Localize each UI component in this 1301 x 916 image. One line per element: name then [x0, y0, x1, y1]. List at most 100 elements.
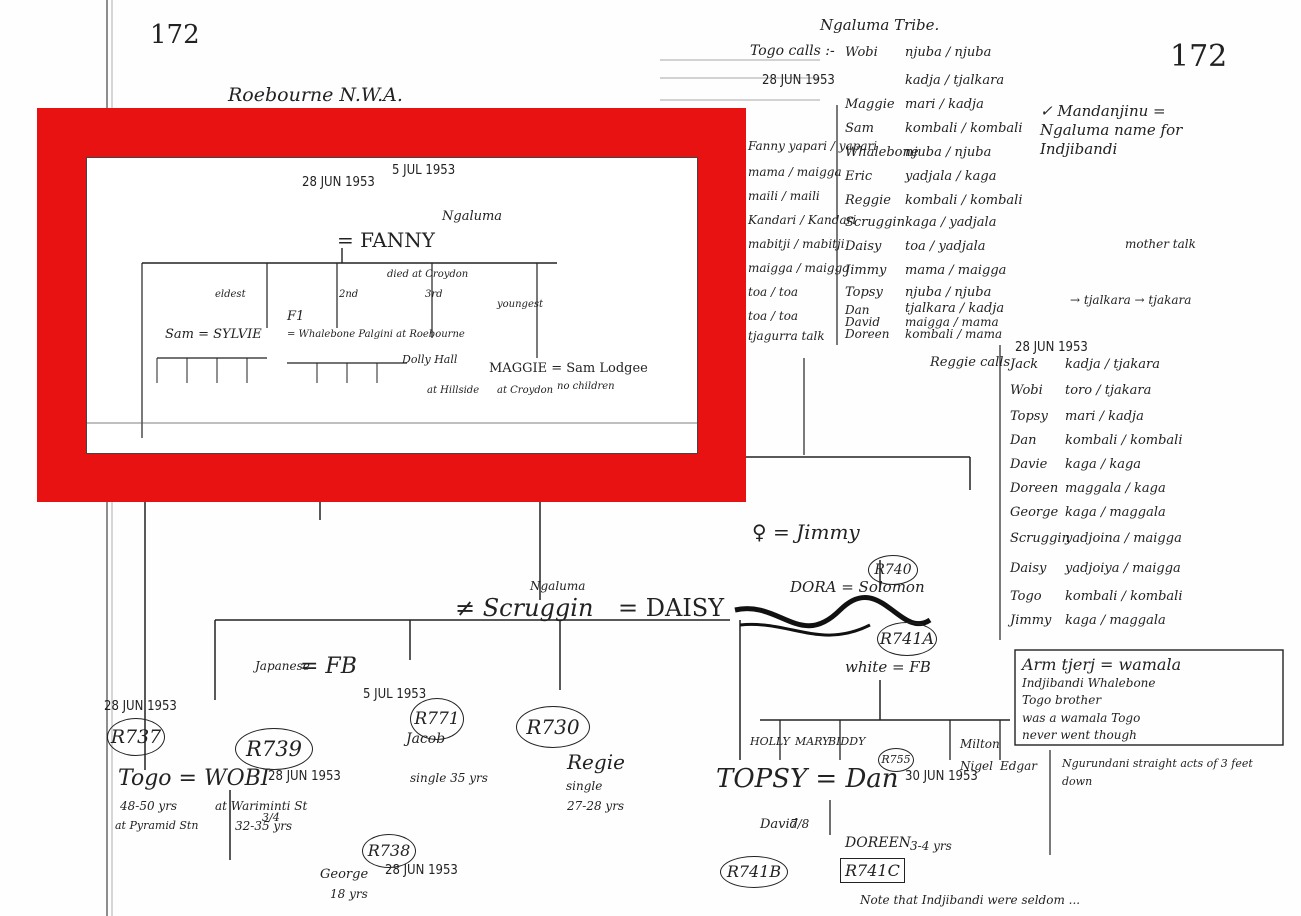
kin-row-name: Topsy: [845, 286, 883, 299]
date-stamp: 28 JUN 1953: [762, 74, 835, 87]
kin-row-term: kombali / kombali: [1065, 590, 1182, 603]
kin-row-name: Doreen: [845, 328, 890, 340]
kin-row-name: Davie: [1010, 458, 1047, 471]
kin-term: tjagurra talk: [748, 330, 825, 342]
regie-age: 27-28 yrs: [567, 800, 624, 812]
reference-circle: R755: [878, 748, 914, 772]
jimmy-label: ♀ = Jimmy: [752, 522, 860, 542]
kin-table-heading: Reggie calls: [930, 356, 1010, 369]
date-stamp: 5 JUL 1953: [363, 688, 426, 701]
kin-row-name: Scruggin: [1010, 532, 1070, 545]
page-number-left: 172: [150, 22, 200, 48]
side-note: Ngurundani straight acts of 3 feet down: [1062, 755, 1262, 790]
date-stamp: 28 JUN 1953: [1015, 341, 1088, 354]
scruggin-label: ≠ Scruggin: [455, 596, 593, 620]
boxed-note: Arm tjerj = wamala Indjibandi Whalebone …: [1022, 655, 1280, 745]
kin-row-term: kadja / tjakara: [1065, 358, 1160, 371]
inset-died-label: died at Croydon: [387, 270, 468, 280]
kin-row-term: kombali / kombali: [1065, 434, 1182, 447]
kin-row-term: yadjoina / maigga: [1065, 532, 1182, 545]
kin-row-term: mari / kadja: [1065, 410, 1144, 423]
reference-circle: R740: [868, 555, 918, 585]
fb-right-label: white = FB: [845, 660, 931, 675]
reference-circle: R730: [516, 706, 590, 748]
kin-row-term: toa / yadjala: [905, 240, 986, 253]
fb-label: = FB: [300, 656, 357, 678]
inset-third-label: 3rd: [425, 290, 443, 300]
boxed-note-line: Togo brother: [1022, 692, 1280, 709]
kin-row-name: Daisy: [1010, 562, 1046, 575]
kin-row-term: kombali / mama: [905, 328, 1002, 340]
mary-label: MARY: [795, 736, 829, 747]
kin-row-term: njuba / njuba: [905, 46, 991, 59]
inset-hillside-label: at Hillside: [427, 386, 479, 396]
date-stamp: 28 JUN 1953: [104, 700, 177, 713]
kin-row-term: tjalkara / kadja: [905, 302, 1004, 315]
doreen-label: DOREEN: [845, 836, 911, 850]
reference-circle: R771: [410, 698, 464, 740]
regie-single: single: [566, 780, 602, 792]
reference-circle: R741A: [877, 622, 937, 656]
boxed-note-line: Arm tjerj = wamala: [1022, 655, 1280, 675]
date-stamp: 28 JUN 1953: [268, 770, 341, 783]
doreen-age: 3-4 yrs: [910, 840, 952, 852]
inset-dolly-label: Dolly Hall: [402, 354, 457, 365]
kin-row-term: mari / kadja: [905, 98, 984, 111]
mandanjinu-note: ✓ Mandanjinu = Ngaluma name for Indjiban…: [1040, 102, 1230, 158]
edgar-label: Edgar: [1000, 760, 1037, 772]
togo-wobi-label: Togo = WOBI: [118, 768, 269, 790]
kin-term: toa / toa: [748, 286, 798, 298]
inset-sylvie-label: Sam = SYLVIE: [165, 328, 262, 341]
biddy-label: BIDDY: [828, 736, 865, 747]
inset-maggie-label: MAGGIE = Sam Lodgee: [489, 362, 648, 375]
milton-label: Milton: [960, 738, 1000, 750]
location-heading: Roebourne N.W.A.: [228, 86, 403, 105]
kin-term: mabitji / mabitji: [748, 238, 845, 250]
boxed-note-line: Indjibandi Whalebone: [1022, 675, 1280, 692]
boxed-note-line: was a wamala Togo: [1022, 710, 1280, 727]
arrow-note: → tjalkara → tjakara: [1070, 294, 1191, 306]
inset-no-children-label: no children: [557, 382, 615, 392]
kin-term: maili / maili: [748, 190, 820, 202]
tribe-heading: Ngaluma Tribe.: [820, 18, 939, 33]
kin-term: mama / maigga: [748, 166, 842, 178]
kin-table-heading: Togo calls :-: [750, 44, 835, 58]
kin-row-term: yadjala / kaga: [905, 170, 996, 183]
inset-ngaluma-label: Ngaluma: [442, 210, 502, 223]
boxed-note-line: never went though: [1022, 727, 1280, 744]
fraction-seven-eighths: 7/8: [790, 818, 809, 830]
page-number-right: 172: [1170, 42, 1227, 72]
kin-row-name: George: [1010, 506, 1058, 519]
kin-row-term: kaga / yadjala: [905, 216, 996, 229]
date-stamp: 5 JUL 1953: [392, 164, 455, 177]
kin-row-term: maggala / kaga: [1065, 482, 1166, 495]
date-stamp: 28 JUN 1953: [302, 176, 375, 189]
reference-circle: R739: [235, 728, 313, 770]
kin-row-name: Jack: [1010, 358, 1038, 371]
jacob-single: single 35 yrs: [410, 772, 488, 784]
kin-term: Kandari / Kandari: [748, 214, 856, 226]
topsy-dan-label: TOPSY = Dan: [716, 766, 899, 792]
inset-eldest-label: eldest: [215, 290, 246, 300]
kin-term: toa / toa: [748, 310, 798, 322]
kin-row-name: Sam: [845, 122, 874, 135]
inset-family-tree: 28 JUN 1953 5 JUL 1953 = FANNY Ngaluma d…: [86, 157, 698, 454]
kin-row-term: kombali / kombali: [905, 194, 1022, 207]
mother-talk-note: mother talk: [1125, 238, 1196, 250]
kin-row-term: kadja / tjalkara: [905, 74, 1004, 87]
inset-fanny-label: = FANNY: [337, 230, 435, 250]
togo-station: at Pyramid Stn: [115, 820, 198, 831]
kin-row-name: Wobi: [1010, 384, 1043, 397]
kin-row-name: Maggie: [845, 98, 895, 111]
kin-row-term: kaga / maggala: [1065, 614, 1166, 627]
kin-row-name: Eric: [845, 170, 872, 183]
reference-circle: R741B: [720, 856, 788, 888]
kin-row-name: Togo: [1010, 590, 1042, 603]
kin-row-term: mama / maigga: [905, 264, 1006, 277]
inset-croydon-label: at Croydon: [497, 386, 553, 396]
george-age: 18 yrs: [330, 888, 368, 900]
kin-row-name: Dan: [1010, 434, 1037, 447]
george-label: George: [320, 868, 368, 881]
nigel-label: Nigel: [960, 760, 993, 772]
togo-age: 48-50 yrs: [120, 800, 177, 812]
